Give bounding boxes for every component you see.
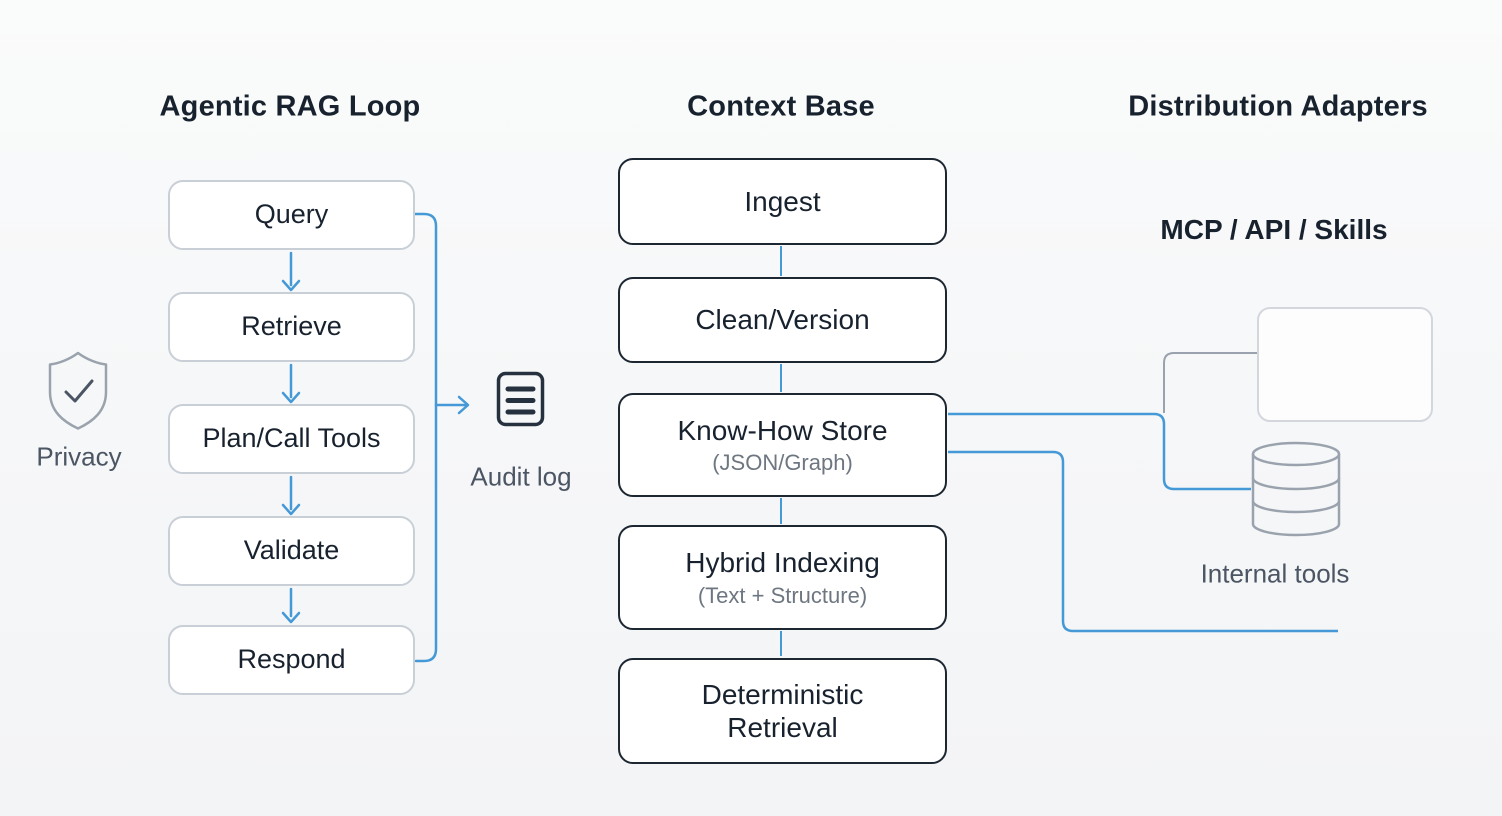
node-respond: Respond xyxy=(168,625,415,695)
node-know-how-store-label: Know-How Store xyxy=(677,414,888,446)
node-clean-version: Clean/Version xyxy=(618,277,947,363)
node-query-label: Query xyxy=(254,199,329,230)
node-clean-version-label: Clean/Version xyxy=(695,304,870,336)
rag-loop-line xyxy=(412,212,470,663)
node-ingest-label: Ingest xyxy=(744,185,821,217)
adapter-lines xyxy=(948,352,1338,633)
node-ingest: Ingest xyxy=(618,158,947,245)
rag-flow-arrows xyxy=(281,251,301,624)
node-know-how-store: Know-How Store (JSON/Graph) xyxy=(618,393,947,497)
node-plan-call-tools: Plan/Call Tools xyxy=(168,404,415,474)
adapters-subtitle: MCP / API / Skills xyxy=(1160,214,1388,245)
node-plan-call-tools-label: Plan/Call Tools xyxy=(202,423,381,454)
audit-log-document-icon xyxy=(496,371,545,427)
internal-tools-label: Internal tools xyxy=(1200,558,1350,589)
adapters-column-title: Distribution Adapters xyxy=(1128,90,1428,123)
shield-check-icon xyxy=(48,351,108,430)
node-hybrid-indexing-label: Hybrid Indexing xyxy=(685,547,880,579)
context-column-title: Context Base xyxy=(687,90,875,123)
node-retrieve: Retrieve xyxy=(168,292,415,362)
audit-log-label: Audit log xyxy=(470,461,572,492)
blue-line-to-database xyxy=(948,412,1251,491)
node-know-how-store-sublabel: (JSON/Graph) xyxy=(712,450,853,476)
database-icon xyxy=(1251,441,1341,537)
rag-column-title: Agentic RAG Loop xyxy=(159,90,421,123)
blue-line-to-right-edge xyxy=(948,450,1338,633)
node-deterministic-retrieval-label: Deterministic Retrieval xyxy=(701,678,864,743)
node-query: Query xyxy=(168,180,415,250)
node-hybrid-indexing-sublabel: (Text + Structure) xyxy=(697,582,868,608)
gray-line-to-gear-card xyxy=(1163,352,1307,413)
node-respond-label: Respond xyxy=(237,644,346,675)
node-retrieve-label: Retrieve xyxy=(241,311,342,342)
privacy-label: Privacy xyxy=(36,441,122,472)
node-validate: Validate xyxy=(168,516,415,586)
node-validate-label: Validate xyxy=(243,535,340,566)
node-deterministic-retrieval: Deterministic Retrieval xyxy=(618,658,947,764)
adapter-gear-card xyxy=(1257,307,1433,422)
node-hybrid-indexing: Hybrid Indexing (Text + Structure) xyxy=(618,525,947,630)
